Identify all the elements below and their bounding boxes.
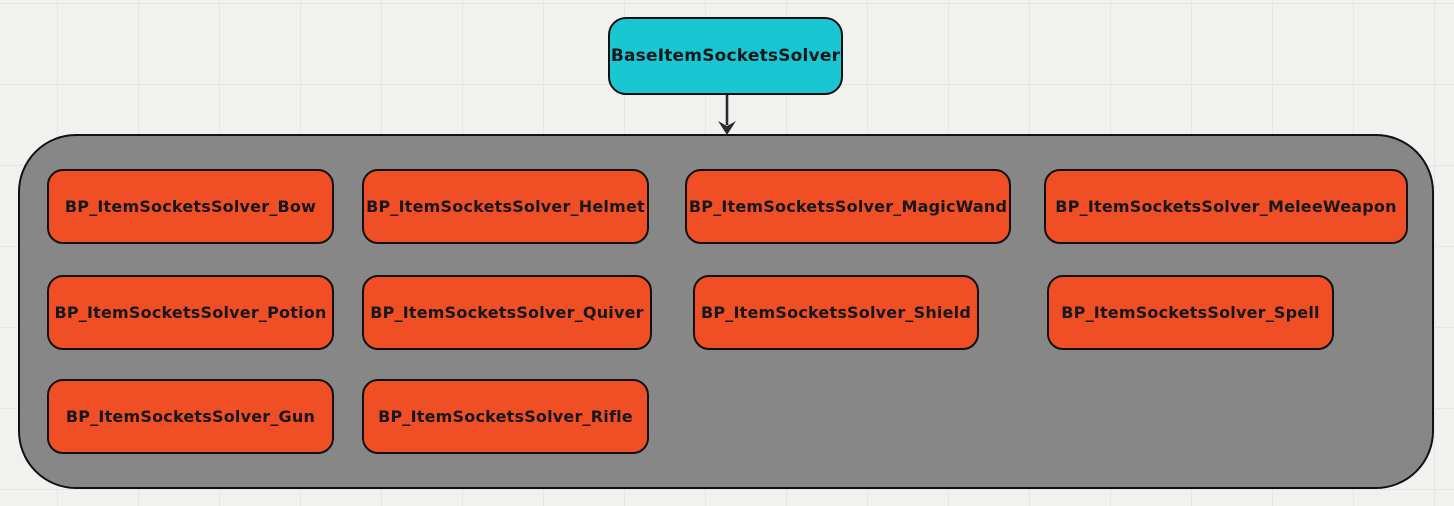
arrow-head-icon [718,121,736,135]
node-label: BP_ItemSocketsSolver_Potion [54,303,327,322]
node-bp-itemsocketssolver-potion[interactable]: BP_ItemSocketsSolver_Potion [47,275,334,350]
arrow-down-connector[interactable] [713,93,741,137]
node-label: BP_ItemSocketsSolver_MeleeWeapon [1055,197,1397,216]
node-bp-itemsocketssolver-helmet[interactable]: BP_ItemSocketsSolver_Helmet [362,169,649,244]
node-bp-itemsocketssolver-rifle[interactable]: BP_ItemSocketsSolver_Rifle [362,379,649,454]
node-label: BP_ItemSocketsSolver_Helmet [366,197,645,216]
node-base-item-sockets-solver[interactable]: BaseItemSocketsSolver [608,17,843,95]
node-bp-itemsocketssolver-spell[interactable]: BP_ItemSocketsSolver_Spell [1047,275,1334,350]
node-bp-itemsocketssolver-gun[interactable]: BP_ItemSocketsSolver_Gun [47,379,334,454]
node-label: BP_ItemSocketsSolver_Bow [64,197,317,216]
node-label: BP_ItemSocketsSolver_MagicWand [688,197,1008,216]
node-bp-itemsocketssolver-bow[interactable]: BP_ItemSocketsSolver_Bow [47,169,334,244]
node-label: BP_ItemSocketsSolver_Quiver [370,303,644,322]
node-bp-itemsocketssolver-meleeweapon[interactable]: BP_ItemSocketsSolver_MeleeWeapon [1044,169,1408,244]
node-bp-itemsocketssolver-quiver[interactable]: BP_ItemSocketsSolver_Quiver [362,275,652,350]
node-bp-itemsocketssolver-magicwand[interactable]: BP_ItemSocketsSolver_MagicWand [685,169,1011,244]
node-label: BaseItemSocketsSolver [610,46,841,66]
node-label: BP_ItemSocketsSolver_Rifle [378,407,633,426]
node-bp-itemsocketssolver-shield[interactable]: BP_ItemSocketsSolver_Shield [693,275,979,350]
node-label: BP_ItemSocketsSolver_Shield [700,303,972,322]
node-label: BP_ItemSocketsSolver_Gun [65,407,316,426]
node-label: BP_ItemSocketsSolver_Spell [1061,303,1320,322]
